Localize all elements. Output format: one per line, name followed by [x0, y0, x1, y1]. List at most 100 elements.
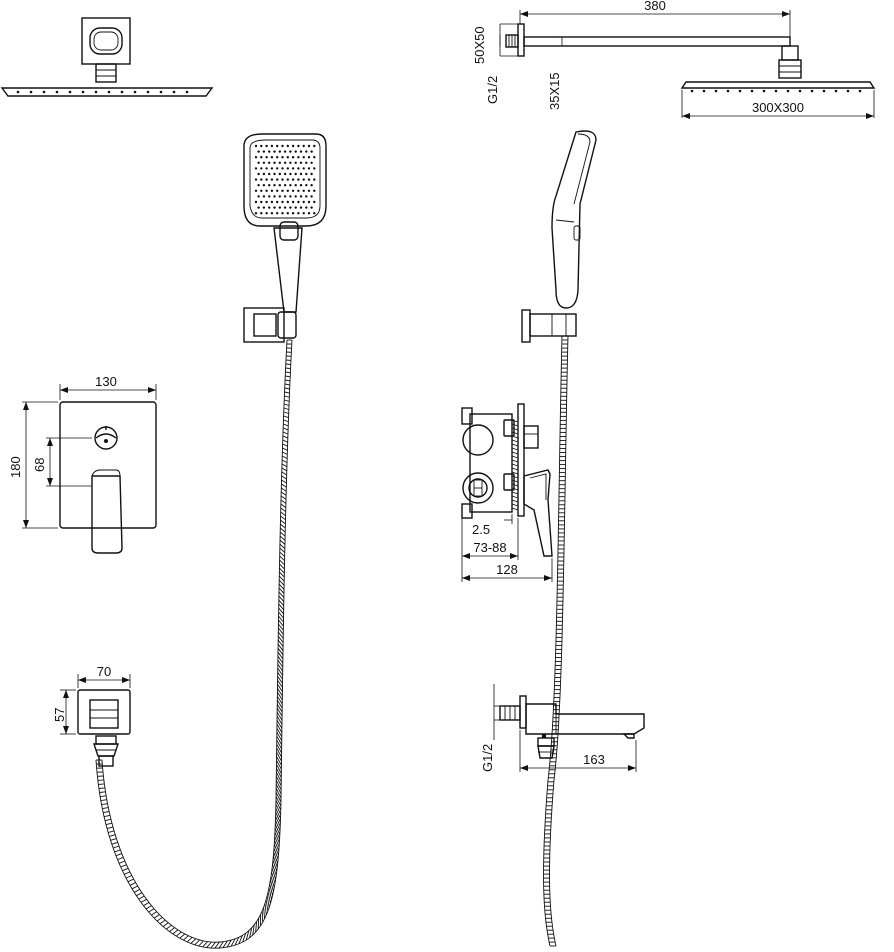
- nozzle-dot: [270, 156, 274, 159]
- nozzle-dot: [254, 167, 258, 170]
- hose-coil: [276, 768, 282, 778]
- hose-coil: [166, 924, 172, 930]
- nozzle-dot: [262, 150, 266, 153]
- hose-coil: [275, 808, 281, 819]
- hose-coil: [272, 860, 278, 872]
- hose-coil: [277, 643, 284, 651]
- nozzle-dot: [254, 189, 258, 192]
- nozzle-dot: [307, 156, 311, 159]
- hose-coil: [125, 875, 132, 879]
- nozzle-dot: [313, 189, 316, 192]
- hose-coil: [276, 723, 283, 733]
- hose-coil: [285, 363, 291, 365]
- hose-coil: [272, 856, 278, 868]
- hose-coil: [269, 883, 274, 896]
- thread-line: [511, 431, 519, 435]
- hose-coil: [278, 627, 284, 635]
- nozzle-dot: [286, 156, 289, 159]
- nozzle-dot: [286, 200, 289, 204]
- hose-coil: [255, 921, 258, 933]
- nozzle-dot: [286, 189, 289, 192]
- nozzle-dot: [307, 167, 311, 170]
- thread-line: [511, 471, 519, 475]
- nozzle-dot: [254, 200, 258, 204]
- hose-coil: [276, 703, 283, 713]
- hose-coil: [275, 796, 282, 807]
- hose-coil: [261, 910, 264, 923]
- hose-coil: [277, 691, 283, 701]
- hose-coil: [114, 849, 121, 853]
- hose-coil: [276, 735, 283, 746]
- hose-coil: [265, 899, 269, 912]
- nozzle-dot: [810, 89, 814, 93]
- hose-coil: [249, 927, 253, 938]
- hose-coil: [277, 663, 284, 672]
- hose-coil: [100, 799, 107, 802]
- nozzle-dot: [291, 178, 295, 181]
- hose-coil: [274, 836, 280, 848]
- nozzle-dot: [297, 156, 300, 159]
- thread-line: [511, 451, 519, 455]
- hose-coil: [190, 938, 197, 944]
- hose-coil: [283, 423, 289, 427]
- dimension-box-total-depth: 128: [461, 558, 553, 582]
- nozzle-dot: [283, 206, 287, 209]
- hose-coil: [277, 631, 284, 639]
- nozzle-dot: [120, 90, 124, 94]
- nozzle-dot: [297, 167, 300, 170]
- nozzle-dot: [268, 161, 271, 164]
- nozzle-dot: [268, 150, 271, 153]
- hose-coil: [273, 844, 279, 856]
- nozzle-dot: [302, 144, 305, 148]
- hose-coil: [279, 547, 286, 553]
- hose-coil: [281, 455, 288, 459]
- nozzle-dot: [294, 206, 297, 209]
- hose-coil: [98, 787, 105, 789]
- nozzle-dot: [262, 195, 266, 198]
- nozzle-dot: [273, 172, 276, 176]
- nozzle-dot: [289, 206, 292, 209]
- box-total-depth-label: 128: [496, 562, 518, 577]
- hose-coil: [117, 856, 124, 860]
- nozzle-dot: [281, 144, 284, 148]
- nozzle-dot: [172, 90, 176, 94]
- nozzle-dot: [270, 212, 274, 215]
- nozzle-dot: [29, 90, 33, 94]
- hose-coil: [276, 727, 283, 737]
- hose-coil: [257, 918, 260, 930]
- hose-coil: [214, 941, 220, 949]
- hose-coil: [275, 780, 282, 790]
- handle-offset-label: 68: [32, 458, 47, 472]
- hose-coil: [162, 922, 169, 927]
- hose-coil: [274, 832, 280, 844]
- nozzle-dot: [305, 206, 308, 209]
- hose-coil: [273, 852, 279, 864]
- thread-line: [511, 439, 519, 443]
- nozzle-dot: [310, 195, 313, 198]
- nozzle-dot: [313, 178, 316, 181]
- hose-coil: [275, 776, 282, 786]
- nozzle-dot: [702, 89, 706, 93]
- nozzle-dot: [299, 195, 303, 198]
- nozzle-dot: [278, 206, 281, 209]
- hose-coil: [115, 853, 122, 857]
- hose-coil: [101, 803, 108, 806]
- hose-coil: [282, 431, 289, 435]
- nozzle-dot: [254, 156, 258, 159]
- nozzle-dot: [310, 206, 313, 209]
- hose-coil: [242, 933, 247, 943]
- nozzle-dot: [276, 200, 279, 204]
- thread-line: [511, 491, 519, 495]
- thread-line: [511, 483, 519, 487]
- nozzle-dot: [276, 167, 279, 170]
- hose-coil: [272, 864, 277, 876]
- hose-coil: [275, 800, 282, 811]
- wall-elbow-front: [77, 689, 131, 767]
- hose-coil: [268, 887, 273, 900]
- hose-coil: [274, 820, 281, 831]
- nozzle-dot: [281, 156, 284, 159]
- nozzle-dot: [307, 178, 311, 181]
- hose-coil: [277, 683, 283, 692]
- nozzle-dot: [257, 172, 260, 176]
- nozzle-dot: [273, 150, 276, 153]
